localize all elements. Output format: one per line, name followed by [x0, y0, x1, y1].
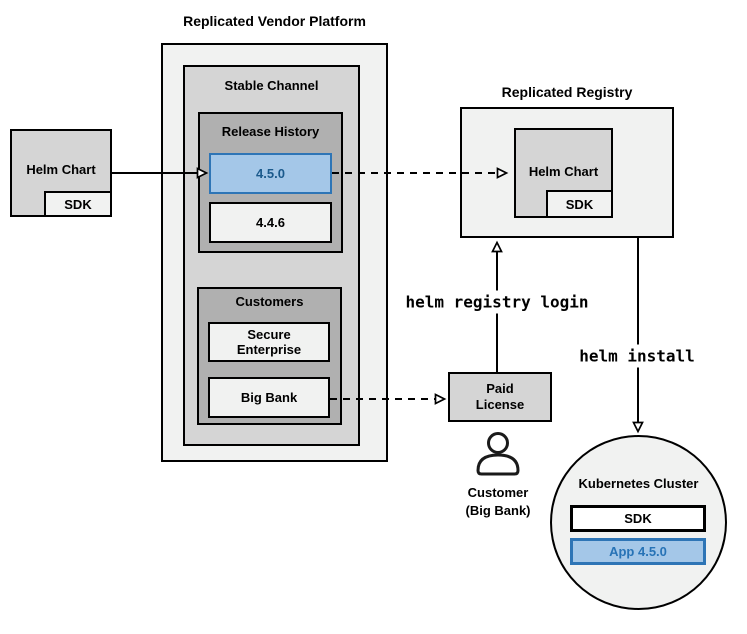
app-version-label: App 4.5.0: [609, 544, 667, 559]
customer-name: Secure Enterprise: [236, 327, 302, 357]
source-helm-chart-label: Helm Chart: [26, 162, 96, 177]
paid-license-box: Paid License: [448, 372, 552, 422]
customer-secure-enterprise-box: Secure Enterprise: [208, 322, 330, 362]
command-registry-login: helm registry login: [399, 290, 595, 314]
customer-name: Big Bank: [240, 390, 298, 405]
source-sdk-box: SDK: [44, 191, 112, 217]
sdk-label: SDK: [565, 196, 594, 212]
sdk-label: SDK: [64, 196, 92, 212]
cluster-app-box: App 4.5.0: [570, 538, 706, 565]
release-version-box-446: 4.4.6: [209, 202, 332, 243]
person-icon: [476, 432, 520, 476]
person-head: [487, 432, 509, 454]
registry-helm-chart-label: Helm Chart: [528, 164, 599, 179]
release-version-label: 4.5.0: [256, 166, 285, 181]
registry-sdk-box: SDK: [546, 190, 613, 218]
command-helm-install: helm install: [573, 344, 701, 368]
registry-title: Replicated Registry: [501, 84, 633, 100]
person-body: [476, 453, 520, 476]
sdk-label: SDK: [624, 511, 652, 526]
paid-license-label: Paid License: [475, 381, 525, 412]
release-history-title: Release History: [221, 124, 320, 139]
platform-title: Replicated Vendor Platform: [183, 13, 366, 29]
release-version-box-450: 4.5.0: [209, 153, 332, 194]
customer-caption: Customer (Big Bank): [465, 485, 531, 518]
customer-big-bank-box: Big Bank: [208, 377, 330, 418]
cluster-sdk-box: SDK: [570, 505, 706, 532]
release-version-label: 4.4.6: [256, 215, 285, 230]
cluster-title: Kubernetes Cluster: [578, 476, 699, 491]
customers-title: Customers: [235, 294, 304, 309]
stable-channel-title: Stable Channel: [224, 78, 319, 93]
